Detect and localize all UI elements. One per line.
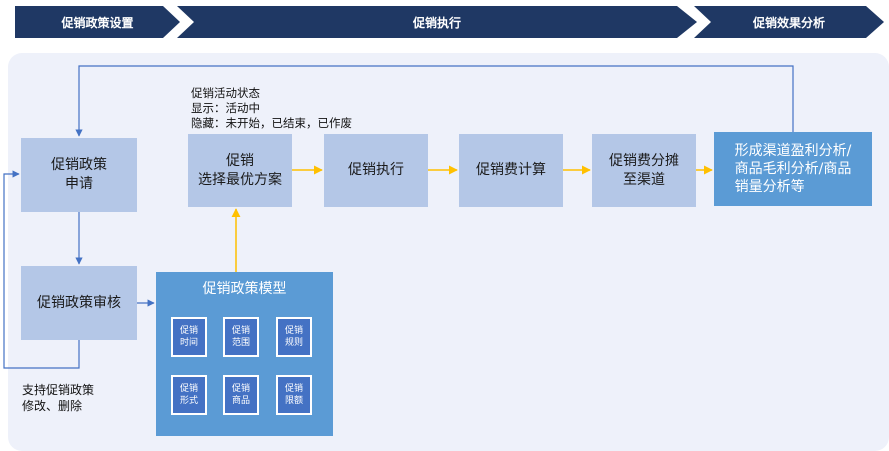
box-policy-review: 促销政策审核: [21, 266, 137, 340]
model-item-label: 促销 范围: [231, 326, 250, 348]
stage-header-policy-setup: 促销政策设置: [15, 6, 180, 38]
model-item-label: 促销 限额: [284, 384, 303, 406]
box-label: 促销政策审核: [37, 294, 121, 311]
box-analysis-output: 形成渠道盈利分析/ 商品毛利分析/商品 销量分析等: [714, 132, 872, 206]
policy-model-panel: 促销政策模型 促销 时间 促销 范围 促销 规则 促销 形式 促销 商品 促销 …: [156, 272, 333, 436]
support-note: 支持促销政策 修改、删除: [22, 382, 94, 414]
stage-label: 促销政策设置: [61, 15, 134, 30]
status-note-line: 促销活动状态: [191, 86, 260, 100]
box-fee-allocate: 促销费分摊 至渠道: [592, 134, 696, 207]
model-item-rules: 促销 规则: [276, 317, 312, 357]
box-label: 促销执行: [348, 162, 404, 178]
feedback-loop-arrow: [75, 65, 794, 137]
box-label: 促销政策 申请: [51, 157, 107, 192]
stage-header-effect-analysis: 促销效果分析: [694, 6, 884, 38]
model-item-form: 促销 形式: [171, 375, 207, 415]
model-item-label: 促销 时间: [179, 326, 198, 348]
box-fee-calc: 促销费计算: [459, 134, 563, 207]
model-item-label: 促销 规则: [284, 326, 303, 348]
support-note-line: 支持促销政策: [22, 383, 95, 397]
box-label: 促销费计算: [476, 162, 546, 178]
model-item-limit: 促销 限额: [276, 375, 312, 415]
box-label: 促销费分摊 至渠道: [609, 152, 679, 188]
model-item-label: 促销 形式: [179, 384, 198, 406]
model-item-label: 促销 商品: [231, 384, 250, 406]
policy-model-title: 促销政策模型: [202, 281, 287, 297]
model-item-scope: 促销 范围: [223, 317, 259, 357]
stage-label: 促销执行: [412, 15, 461, 30]
status-note-line: 显示：活动中: [191, 101, 260, 115]
box-policy-apply: 促销政策 申请: [21, 138, 137, 212]
support-note-line: 修改、删除: [22, 399, 83, 413]
status-note-line: 隐藏：未开始，已结束，已作废: [191, 116, 352, 130]
box-select-plan: 促销 选择最优方案: [188, 134, 292, 207]
stage-label: 促销效果分析: [752, 15, 825, 30]
status-note: 促销活动状态 显示：活动中 隐藏：未开始，已结束，已作废: [191, 86, 352, 131]
stage-header-execution: 促销执行: [177, 6, 697, 38]
box-label: 形成渠道盈利分析/ 商品毛利分析/商品 销量分析等: [734, 143, 852, 195]
flow-panel: [8, 53, 889, 451]
box-execute: 促销执行: [324, 134, 428, 207]
model-item-time: 促销 时间: [171, 317, 207, 357]
box-label: 促销 选择最优方案: [198, 152, 282, 188]
review-loop-arrow: [3, 170, 80, 369]
model-item-goods: 促销 商品: [223, 375, 259, 415]
